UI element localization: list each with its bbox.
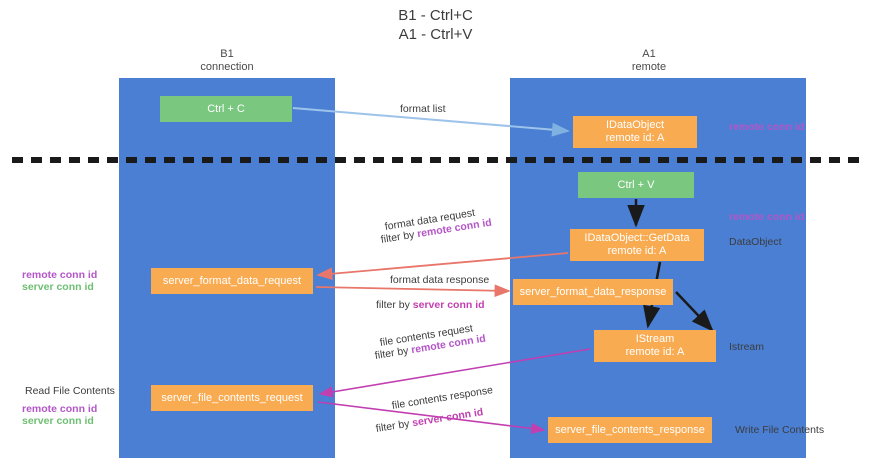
side-label-write-file-contents: Write File Contents	[735, 424, 825, 436]
node-idataobject[interactable]: IDataObject remote id: A	[573, 116, 697, 148]
side-label-istream: Istream	[729, 341, 765, 353]
side-label-read-file-contents: Read File Contents	[25, 385, 115, 397]
side-label-dataobject: DataObject	[729, 236, 782, 248]
side-label-left-server-conn-id-1: server conn id	[22, 281, 94, 293]
edge-label-format-data-response-filter: filter by server conn id	[376, 299, 485, 312]
lane-header-b1-subtitle: connection	[200, 61, 254, 73]
node-server-format-data-request[interactable]: server_format_data_request	[151, 268, 313, 294]
edge-label-format-data-response: format data response	[390, 274, 490, 286]
side-label-remote-conn-id-top: remote conn id	[729, 121, 805, 133]
side-label-left-remote-conn-id-2: remote conn id	[22, 403, 98, 415]
page-title-line-1: B1 - Ctrl+C	[398, 7, 473, 24]
node-getdata-line-1: IDataObject::GetData	[584, 232, 690, 244]
edge-label-format-list: format list	[400, 103, 446, 115]
edge-file-contents-request	[318, 348, 591, 398]
side-label-left-remote-conn-id-1: remote conn id	[22, 269, 98, 281]
lane-header-a1-subtitle: remote	[631, 61, 667, 73]
node-getdata-line-2: remote id: A	[607, 245, 667, 257]
edge-format-data-request	[316, 252, 569, 281]
page-title: B1 - Ctrl+C A1 - Ctrl+V	[0, 6, 871, 44]
node-istream-line-2: remote id: A	[625, 346, 685, 358]
node-ctrl-v[interactable]: Ctrl + V	[578, 172, 694, 198]
lane-header-a1-title: A1	[642, 48, 656, 60]
page-title-line-2: A1 - Ctrl+V	[398, 26, 473, 43]
edge-response-istream	[675, 291, 714, 332]
lane-header-b1-title: B1	[220, 48, 234, 60]
lane-header-b1: B1 connection	[127, 48, 327, 74]
edge-file-contents-response	[317, 401, 546, 434]
server-conn-id-text: server conn id	[412, 299, 485, 311]
side-label-remote-conn-id-mid: remote conn id	[729, 211, 805, 223]
filter-by-text: filter by	[376, 299, 413, 311]
lane-header-a1: A1 remote	[549, 48, 749, 74]
node-server-file-contents-request[interactable]: server_file_contents_request	[151, 385, 313, 411]
node-ctrl-c[interactable]: Ctrl + C	[160, 96, 292, 122]
node-idataobject-line-2: remote id: A	[605, 132, 665, 144]
edge-format-data-response	[315, 284, 511, 298]
edge-format-list	[292, 107, 570, 137]
side-label-left-server-conn-id-2: server conn id	[22, 415, 94, 427]
node-server-file-contents-response[interactable]: server_file_contents_response	[548, 417, 712, 443]
node-server-format-data-response[interactable]: server_format_data_response	[513, 279, 673, 305]
node-idataobject-line-1: IDataObject	[605, 119, 665, 131]
node-idataobject-getdata[interactable]: IDataObject::GetData remote id: A	[570, 229, 704, 261]
node-istream-line-1: IStream	[635, 333, 675, 345]
node-istream[interactable]: IStream remote id: A	[594, 330, 716, 362]
